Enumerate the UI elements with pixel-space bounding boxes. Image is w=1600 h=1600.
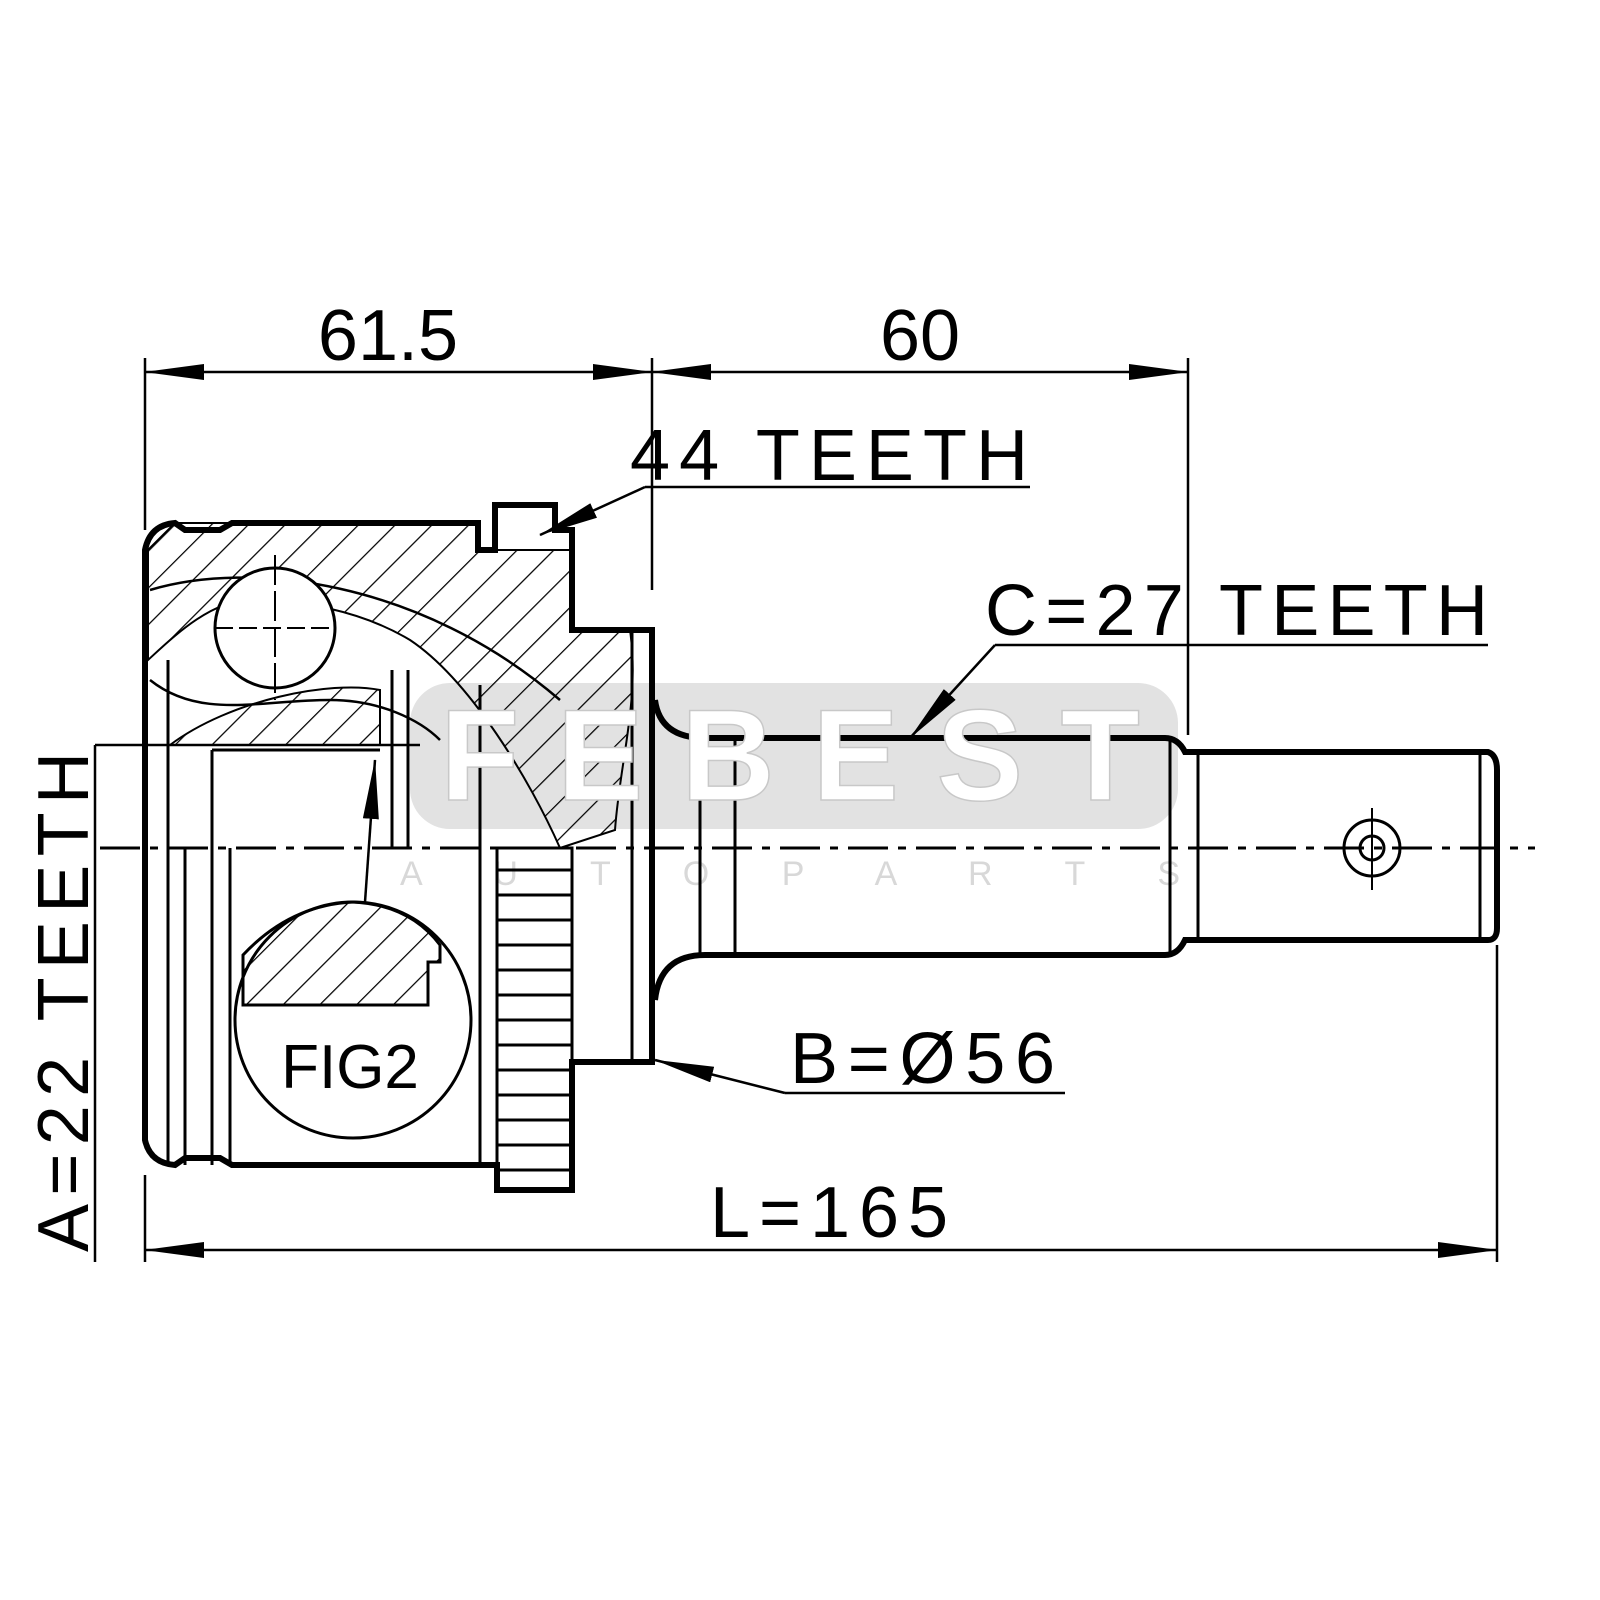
dimensions bbox=[93, 358, 1499, 1262]
stub-shaft bbox=[652, 699, 1500, 1001]
abs-teeth-label: 44 TEETH bbox=[630, 416, 1028, 496]
fig2-label: FIG2 bbox=[281, 1033, 419, 1102]
abs-tone-ring bbox=[495, 846, 574, 1192]
spline-c-label: C=27 TEETH bbox=[985, 571, 1488, 651]
center-hole-icon bbox=[1342, 808, 1402, 890]
dim-60: 60 bbox=[880, 296, 960, 376]
dim-61-5: 61.5 bbox=[318, 296, 458, 376]
watermark-tagline: A U T O P A R T S bbox=[400, 855, 1180, 893]
fig2-detail: FIG2 bbox=[233, 759, 473, 1140]
spline-a-label: A=22 TEETH bbox=[24, 752, 104, 1252]
total-length-label: L=165 bbox=[710, 1173, 948, 1253]
seal-b-label: B=Ø56 bbox=[790, 1019, 1055, 1099]
